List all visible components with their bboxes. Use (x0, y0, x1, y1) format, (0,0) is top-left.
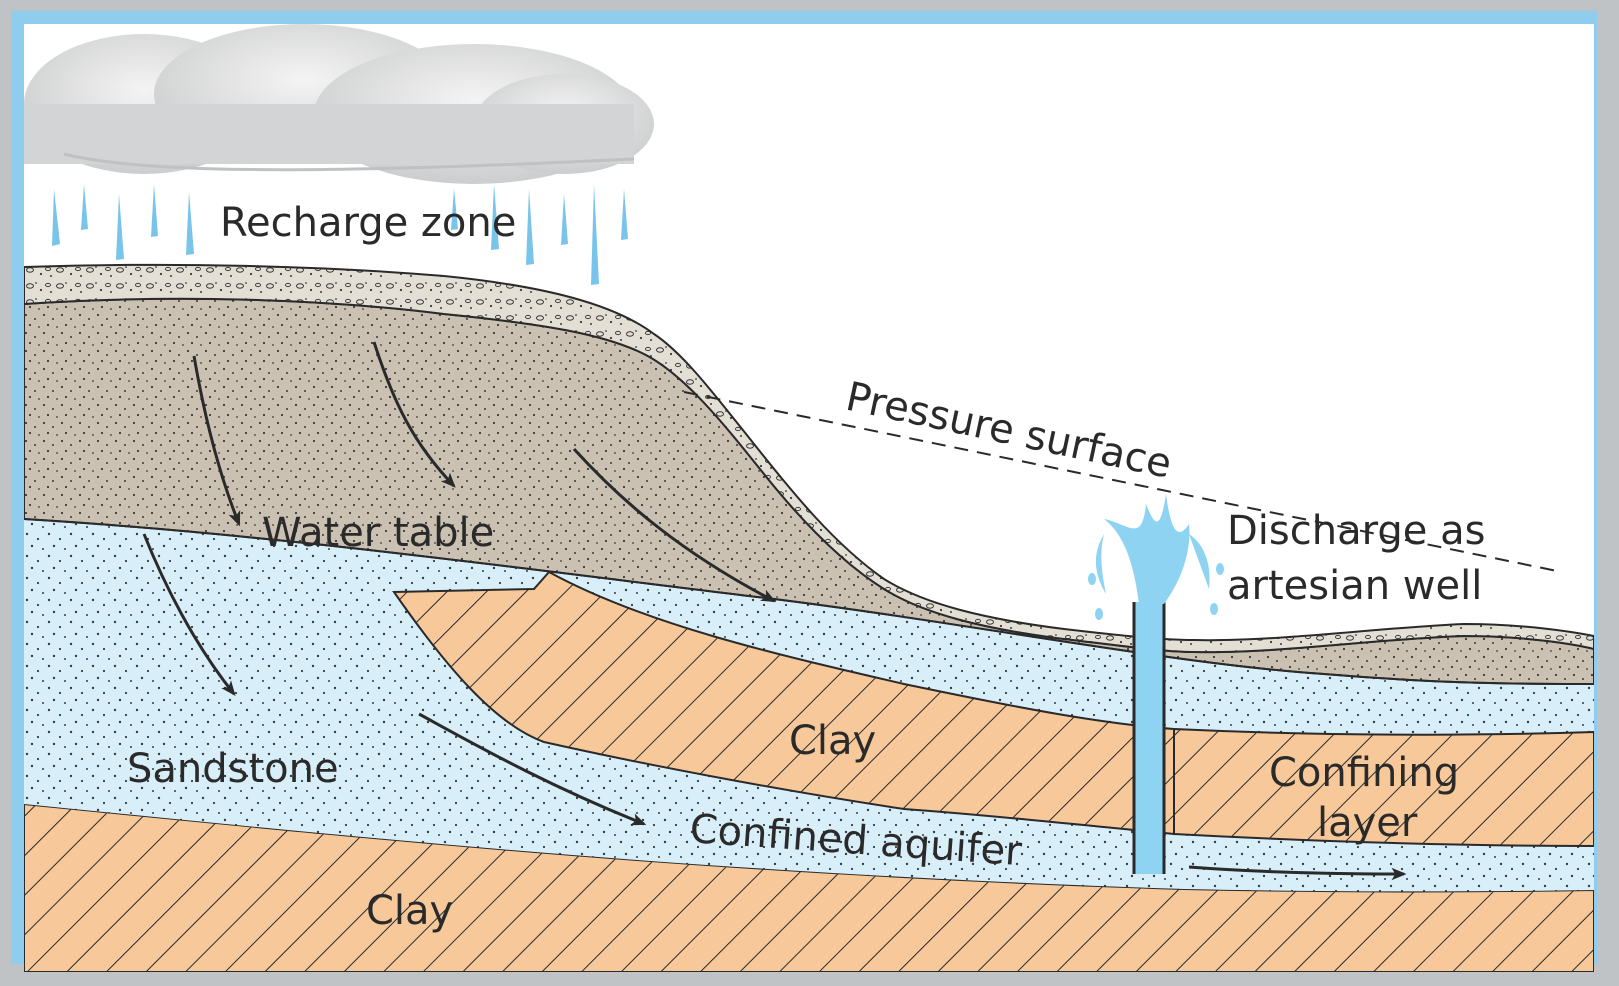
artesian-fountain-icon (1088, 494, 1224, 620)
label-recharge-zone: Recharge zone (220, 200, 516, 246)
label-pressure-surface: Pressure surface (842, 374, 1176, 488)
diagram-svg: Recharge zone Pressure surface Water tab… (24, 24, 1594, 972)
label-confining-line2: layer (1317, 800, 1418, 846)
label-confining-line1: Confining (1269, 750, 1459, 796)
label-discharge-line1: Discharge as (1227, 508, 1485, 554)
label-sandstone: Sandstone (127, 746, 339, 792)
cloud-icon (24, 24, 654, 184)
label-discharge-line2: artesian well (1227, 563, 1482, 609)
well-pipe (1134, 602, 1164, 874)
label-clay-upper: Clay (789, 718, 876, 764)
groundwater-diagram: Recharge zone Pressure surface Water tab… (24, 24, 1594, 972)
label-clay-lower: Clay (366, 888, 453, 934)
label-water-table: Water table (262, 510, 494, 556)
